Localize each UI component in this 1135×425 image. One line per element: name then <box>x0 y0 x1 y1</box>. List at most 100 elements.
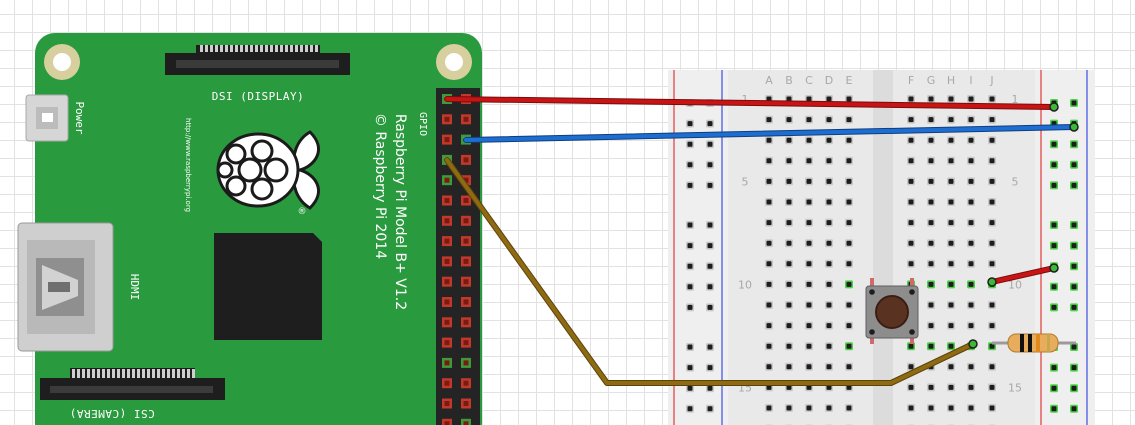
connector-pin <box>235 45 238 52</box>
breadboard-hole-core <box>766 137 772 143</box>
csi-label: CSI (CAMERA) <box>69 407 154 420</box>
breadboard-hole-core <box>1051 222 1057 228</box>
breadboard-hole-core <box>687 141 693 147</box>
breadboard-hole-core <box>989 240 995 246</box>
raspberry-pi-board: DSI (DISPLAY) CSI (CAMERA) Power HDMI <box>17 33 482 425</box>
breadboard-hole-core <box>846 302 852 308</box>
breadboard-hole-core <box>908 96 914 102</box>
breadboard-hole-core <box>928 117 934 123</box>
connector-pin <box>280 45 283 52</box>
connector-pin <box>305 45 308 52</box>
connector-pin <box>117 369 120 378</box>
breadboard-hole-core <box>826 220 832 226</box>
breadboard-hole-core <box>766 158 772 164</box>
breadboard-hole-core <box>948 137 954 143</box>
breadboard-hole-core <box>687 304 693 310</box>
breadboard-hole-core <box>846 281 852 287</box>
breadboard-hole-core <box>948 199 954 205</box>
breadboard-hole-core <box>928 220 934 226</box>
row-number: 10 <box>1008 278 1022 291</box>
breadboard-hole-core <box>908 199 914 205</box>
connector-pin <box>285 45 288 52</box>
breadboard-hole-core <box>928 405 934 411</box>
breadboard-hole-core <box>687 406 693 412</box>
breadboard-hole-core <box>989 384 995 390</box>
breadboard-hole-core <box>707 406 713 412</box>
connector-pin <box>300 45 303 52</box>
breadboard-hole-core <box>968 137 974 143</box>
breadboard-hole-core <box>786 281 792 287</box>
connector-pin <box>255 45 258 52</box>
connector-pin <box>230 45 233 52</box>
breadboard-hole-core <box>968 199 974 205</box>
breadboard-hole-core <box>786 158 792 164</box>
breadboard-hole-core <box>948 302 954 308</box>
breadboard-hole-core <box>707 243 713 249</box>
breadboard-hole-core <box>846 261 852 267</box>
breadboard-hole-core <box>786 384 792 390</box>
breadboard-hole-core <box>846 240 852 246</box>
breadboard-hole-core <box>989 405 995 411</box>
breadboard-hole-core <box>826 281 832 287</box>
breadboard-hole-core <box>908 343 914 349</box>
breadboard-hole-core <box>846 364 852 370</box>
wires <box>444 96 1077 386</box>
breadboard-hole-core <box>1051 162 1057 168</box>
breadboard-hole-core <box>786 323 792 329</box>
breadboard-hole-core <box>1051 365 1057 371</box>
gpio-pin-core <box>463 198 469 203</box>
breadboard-hole-core <box>826 240 832 246</box>
breadboard-hole-core <box>968 96 974 102</box>
breadboard-hole-core <box>687 222 693 228</box>
breadboard-hole-core <box>908 405 914 411</box>
breadboard-hole-core <box>826 178 832 184</box>
breadboard-hole-core <box>1071 182 1077 188</box>
breadboard-hole-core <box>948 178 954 184</box>
gpio-pin-core <box>463 218 469 224</box>
breadboard-hole-core <box>1071 406 1077 412</box>
gpio-pin-core <box>444 360 450 366</box>
gpio-pin-core <box>444 380 450 386</box>
breadboard-hole-core <box>948 117 954 123</box>
connector-pin <box>92 369 95 378</box>
breadboard-hole-core <box>687 344 693 350</box>
breadboard-hole-core <box>928 137 934 143</box>
breadboard-hole-core <box>806 384 812 390</box>
wire-endpoint <box>1069 122 1079 132</box>
breadboard-hole-core <box>846 384 852 390</box>
connector-pin <box>187 369 190 378</box>
breadboard-hole-core <box>806 178 812 184</box>
breadboard-hole-core <box>928 96 934 102</box>
row-number: 15 <box>1008 381 1022 394</box>
left-power-rail <box>668 70 728 425</box>
column-letter: H <box>947 74 955 87</box>
mounting-hole-right <box>436 44 472 80</box>
copyright-text: © Raspberry Pi 2014 <box>372 113 388 259</box>
breadboard-hole-core <box>908 178 914 184</box>
gpio-pin-core <box>444 177 450 183</box>
breadboard-hole-core <box>786 343 792 349</box>
dsi-label: DSI (DISPLAY) <box>212 90 305 103</box>
gpio-pin-core <box>463 401 469 406</box>
breadboard-hole-core <box>989 343 995 349</box>
connector-pin <box>112 369 115 378</box>
connector-pin <box>310 45 313 52</box>
breadboard-hole-core <box>846 199 852 205</box>
breadboard-hole-core <box>989 96 995 102</box>
breadboard-hole-core <box>806 199 812 205</box>
column-letter: G <box>927 74 936 87</box>
breadboard-hole-core <box>908 158 914 164</box>
wire-endpoint <box>987 277 997 287</box>
breadboard-hole-core <box>707 344 713 350</box>
breadboard-hole-core <box>707 222 713 228</box>
connector-pin <box>245 45 248 52</box>
breadboard-hole-core <box>1071 141 1077 147</box>
breadboard-hole-core <box>687 385 693 391</box>
breadboard-hole-core <box>1071 284 1077 290</box>
breadboard-hole-core <box>1051 182 1057 188</box>
row-number: 10 <box>738 278 752 291</box>
breadboard-hole-core <box>846 343 852 349</box>
breadboard-hole-core <box>989 178 995 184</box>
breadboard-hole-core <box>786 261 792 267</box>
mounting-hole-left <box>44 44 80 80</box>
